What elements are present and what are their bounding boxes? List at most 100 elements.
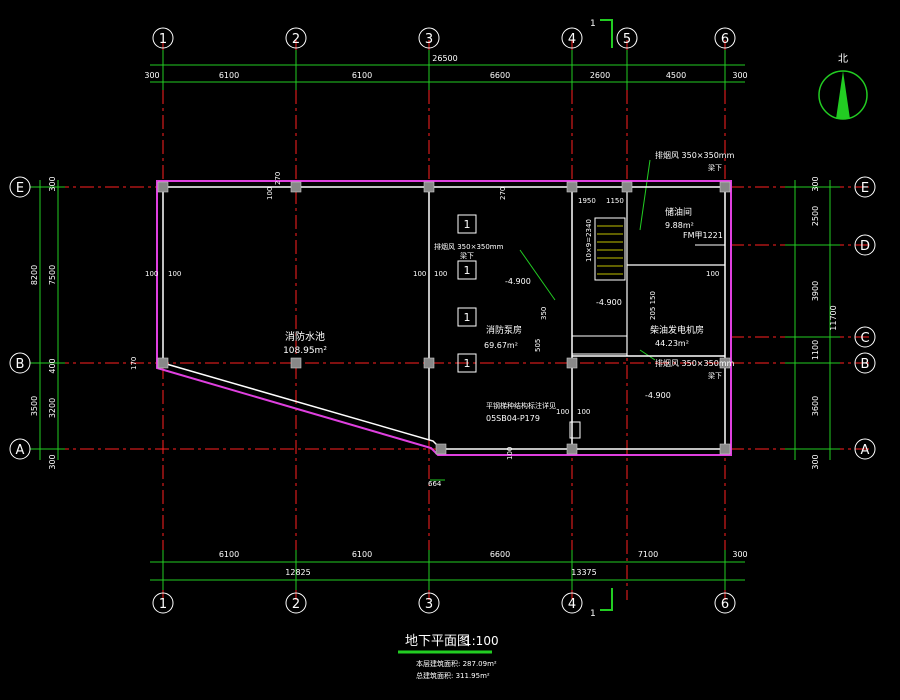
room-gen-name: 柴油发电机房 <box>650 324 704 336</box>
axis-label-top-2: 2 <box>292 32 300 47</box>
box-label-1: 1 <box>464 218 471 231</box>
axis-label-bottom-1: 1 <box>159 597 167 612</box>
room-gen-area: 44.23m² <box>655 339 689 348</box>
room-oil-area: 9.88m² <box>665 221 694 230</box>
svg-text:100: 100 <box>434 270 447 278</box>
svg-text:100: 100 <box>706 270 719 278</box>
stair <box>597 225 623 275</box>
door-label: FM甲1221 <box>683 231 723 240</box>
axis-label-right-c: C <box>860 331 869 346</box>
section-mark-bottom: 1 <box>590 609 596 619</box>
dim-170: 170 <box>130 357 138 370</box>
svg-text:350: 350 <box>540 307 548 320</box>
axis-label-left-b: B <box>16 357 25 372</box>
dim-top-5: 4500 <box>666 71 686 80</box>
axis-label-top-6: 6 <box>721 32 729 47</box>
axis-label-right-e: E <box>861 181 869 196</box>
svg-text:205 150: 205 150 <box>649 291 657 320</box>
room-oil-name: 储油间 <box>665 206 692 218</box>
columns <box>157 181 731 455</box>
axis-bubbles <box>9 27 876 614</box>
dim-right-inner-0: 300 <box>811 176 820 191</box>
dim-bottom2-0: 12825 <box>285 568 310 577</box>
svg-text:100: 100 <box>266 187 274 200</box>
dim-664: 664 <box>428 480 442 488</box>
vent-note-3: 排烟风 350×350mm <box>655 358 735 368</box>
dim-left-inner-1: 7500 <box>48 265 57 285</box>
dim-right-total: 11700 <box>829 305 838 330</box>
axis-label-right-d: D <box>860 239 870 254</box>
dim-right-inner-4: 3600 <box>811 396 820 416</box>
box-label-2: 1 <box>464 264 471 277</box>
svg-text:100: 100 <box>413 270 426 278</box>
level-mark-3: -4.900 <box>645 391 671 400</box>
dim-top-1: 6100 <box>219 71 239 80</box>
dim-right-inner-2: 3900 <box>811 281 820 301</box>
dim-top-2: 6100 <box>352 71 372 80</box>
area-this-floor: 本层建筑面积: 287.09m² <box>416 659 497 668</box>
north-label: 北 <box>838 53 848 65</box>
svg-text:100: 100 <box>556 408 569 416</box>
dim-right-inner-1: 2500 <box>811 206 820 226</box>
dim-bottom-0: 6100 <box>219 550 239 559</box>
axis-label-right-b: B <box>861 357 870 372</box>
dim-bottom-4: 300 <box>732 550 747 559</box>
dim-left-outer-0: 8200 <box>30 265 39 285</box>
room-pump-name: 消防泵房 <box>486 324 522 336</box>
svg-text:100: 100 <box>145 270 158 278</box>
dimension-lines <box>30 19 840 611</box>
dim-left-inner-0: 300 <box>48 176 57 191</box>
ref-note: 平钢梯种结构标注详见 <box>486 401 556 410</box>
drawing-scale: 1:100 <box>464 634 499 648</box>
dim-left-inner-3: 3200 <box>48 398 57 418</box>
dim-left-inner-2: 400 <box>48 358 57 373</box>
dim-right-inner-3: 1100 <box>811 340 820 360</box>
axis-label-right-a: A <box>861 443 870 458</box>
dim-right-inner-5: 300 <box>811 454 820 469</box>
axis-label-bottom-2: 2 <box>292 597 300 612</box>
axis-label-top-1: 1 <box>159 32 167 47</box>
box-label-3: 1 <box>464 311 471 324</box>
axis-label-top-5: 5 <box>623 32 631 47</box>
svg-text:270: 270 <box>274 172 282 185</box>
stair-note: 10×9=2340 <box>585 219 593 262</box>
axis-label-bottom-4: 4 <box>568 597 576 612</box>
dim-top-3: 6600 <box>490 71 510 80</box>
svg-text:505: 505 <box>534 339 542 352</box>
axis-label-bottom-6: 6 <box>721 597 729 612</box>
axis-label-top-3: 3 <box>425 32 433 47</box>
axis-label-left-e: E <box>16 181 24 196</box>
dim-top-6: 300 <box>732 71 747 80</box>
level-mark-1: -4.900 <box>505 277 531 286</box>
vent-note-2: 排烟风 350×350mm <box>434 242 504 251</box>
dim-bottom-2: 6600 <box>490 550 510 559</box>
dim-left-outer-1: 3500 <box>30 396 39 416</box>
axis-label-left-a: A <box>16 443 25 458</box>
dim-left-inner-4: 300 <box>48 454 57 469</box>
vent-note-1: 排烟风 350×350mm <box>655 150 735 160</box>
svg-text:1950: 1950 <box>578 197 596 205</box>
vent-note-1b: 梁下 <box>708 163 722 172</box>
legend-boxes: 1 1 1 1 <box>457 214 477 373</box>
section-mark-top: 1 <box>590 19 596 29</box>
dim-top-4: 2600 <box>590 71 610 80</box>
dim-top-0: 300 <box>144 71 159 80</box>
dim-top-total: 26500 <box>432 54 457 63</box>
room-pool-name: 消防水池 <box>285 330 325 343</box>
dim-bottom2-1: 13375 <box>571 568 596 577</box>
svg-text:100: 100 <box>506 447 514 460</box>
dim-bottom-1: 6100 <box>352 550 372 559</box>
ref-code: 05SB04-P179 <box>486 414 540 423</box>
room-pump-area: 69.67m² <box>484 341 518 350</box>
svg-text:270: 270 <box>499 187 507 200</box>
vent-note-2b: 梁下 <box>460 251 474 260</box>
svg-text:100: 100 <box>577 408 590 416</box>
svg-text:100: 100 <box>168 270 181 278</box>
axis-label-bottom-3: 3 <box>425 597 433 612</box>
level-mark-2: -4.900 <box>596 298 622 307</box>
wall-outline <box>156 180 732 456</box>
area-total: 总建筑面积: 311.95m² <box>416 671 490 680</box>
dim-bottom-3: 7100 <box>638 550 658 559</box>
box-label-4: 1 <box>464 357 471 370</box>
